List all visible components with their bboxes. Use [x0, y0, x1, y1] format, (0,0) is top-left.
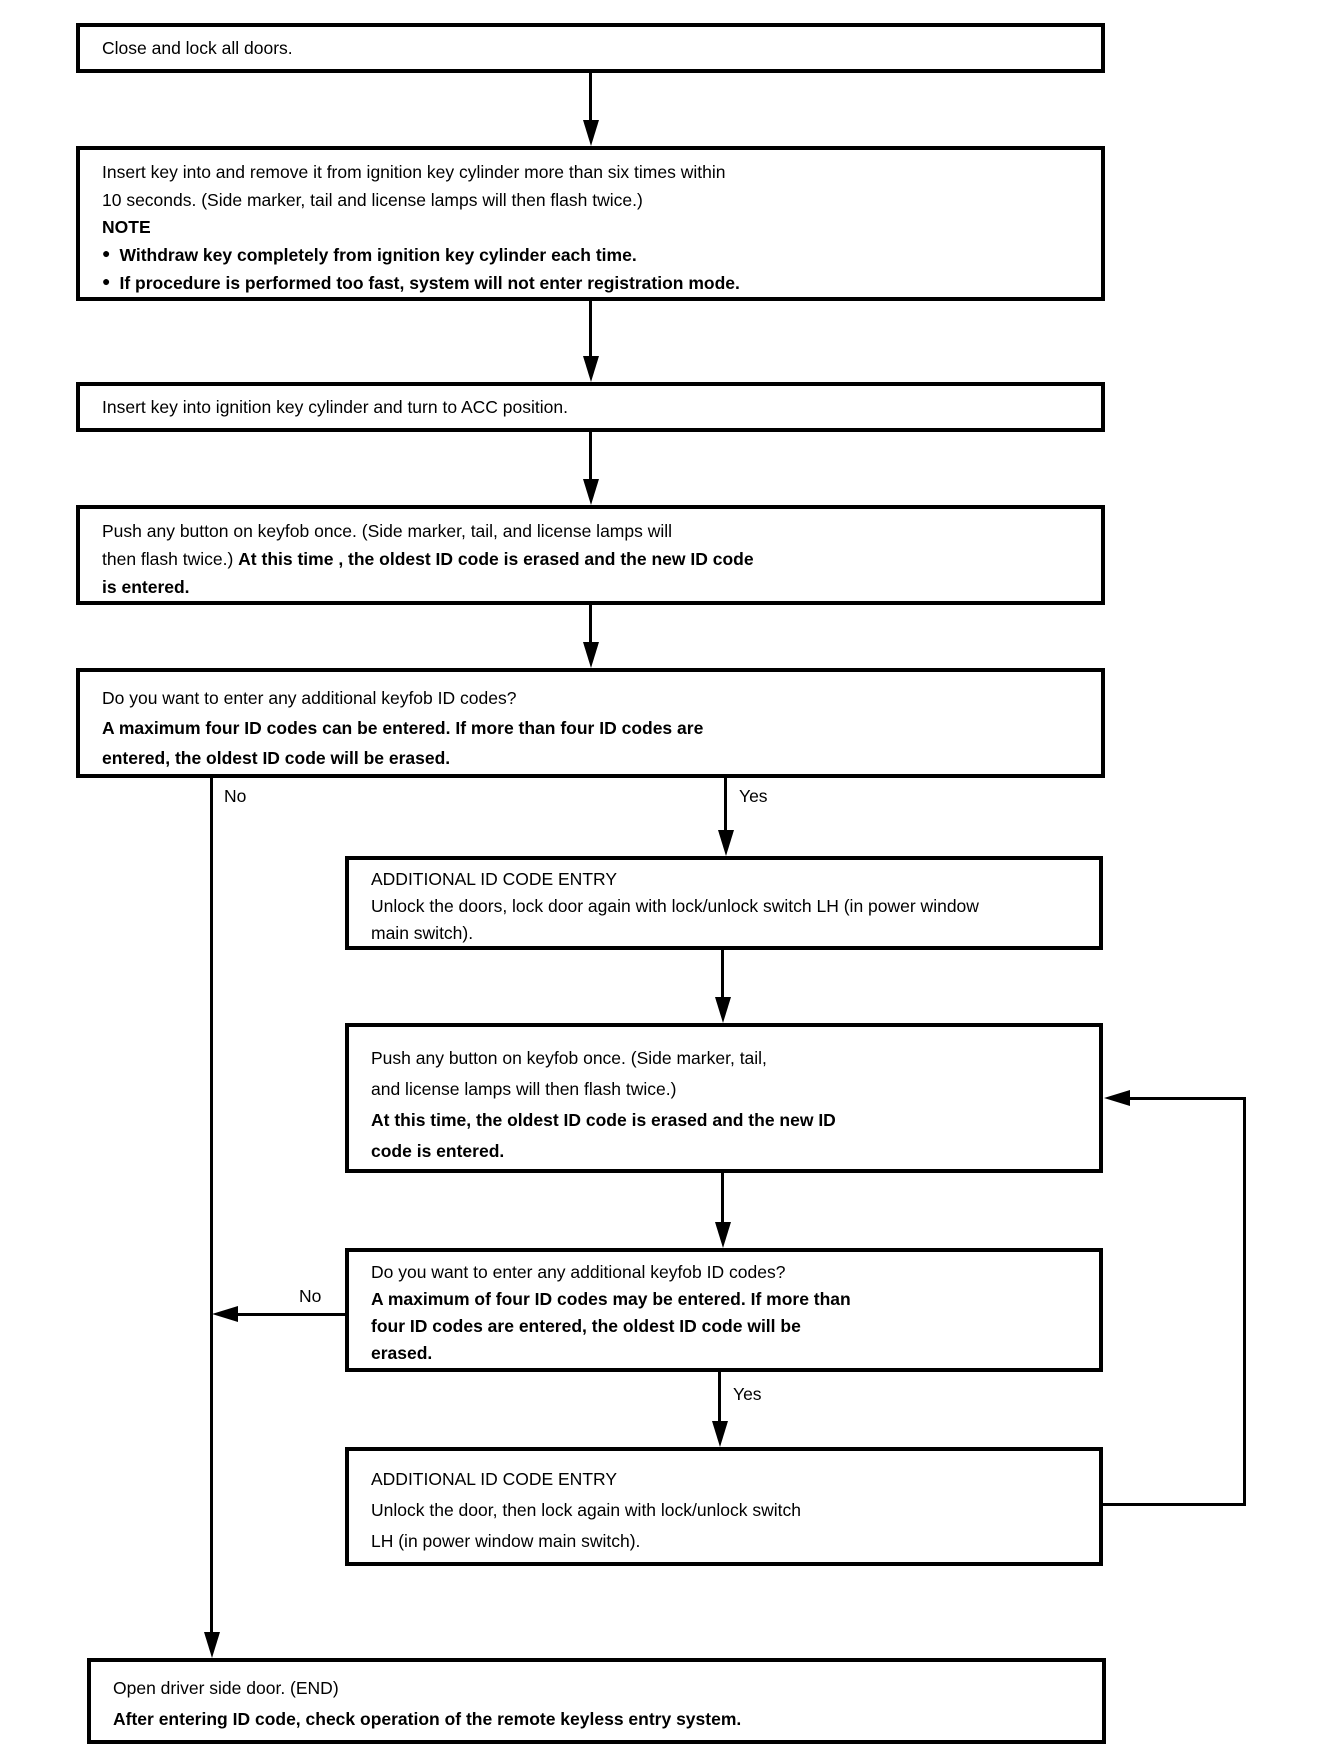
connector-decision1-no: [210, 776, 213, 1632]
label-no-1: No: [224, 786, 247, 806]
note-bullet-line: ● If procedure is performed too fast, sys…: [102, 270, 1093, 299]
box-text-line: Open driver side door. (END): [113, 1678, 339, 1698]
step-close-lock-doors: Close and lock all doors.: [76, 23, 1105, 73]
text-normal: then flash twice.): [102, 549, 239, 569]
arrowhead-step1-step2: [583, 120, 599, 146]
note-bullet-text: If procedure is performed too fast, syst…: [119, 273, 740, 293]
connector-step2-step3: [589, 299, 592, 356]
connector-step3-step4: [589, 430, 592, 479]
step-open-door-end: Open driver side door. (END) After enter…: [87, 1658, 1106, 1744]
arrowhead-decision1-no-end: [204, 1632, 220, 1658]
box-text-line: Push any button on keyfob once. (Side ma…: [371, 1048, 767, 1068]
arrowhead-loop-into-step5: [1104, 1090, 1130, 1106]
bullet-icon: ●: [102, 273, 111, 289]
step-insert-remove-key: Insert key into and remove it from ignit…: [76, 146, 1105, 301]
arrowhead-decision1-yes: [718, 830, 734, 856]
connector-decision2-yes: [718, 1370, 721, 1422]
box-text-line: Unlock the door, then lock again with lo…: [371, 1500, 801, 1520]
arrowhead-decision2-no: [212, 1306, 238, 1322]
arrowhead-step2-step3: [583, 356, 599, 382]
box-text-line: Push any button on keyfob once. (Side ma…: [102, 521, 673, 541]
box-text-line: is entered.: [102, 577, 190, 597]
box-text-line: four ID codes are entered, the oldest ID…: [371, 1316, 801, 1336]
arrowhead-entry1-step5: [715, 997, 731, 1023]
connector-step1-step2: [589, 72, 592, 122]
box-text-line: Unlock the doors, lock door again with l…: [371, 896, 979, 916]
connector-step5-decision2: [721, 1171, 724, 1223]
step-turn-to-acc: Insert key into ignition key cylinder an…: [76, 382, 1105, 432]
box-text-line: Close and lock all doors.: [102, 38, 293, 58]
box-text-line: After entering ID code, check operation …: [113, 1709, 742, 1729]
arrowhead-step4-decision1: [583, 642, 599, 668]
box-text-line: and license lamps will then flash twice.…: [371, 1079, 677, 1099]
box-text-line: Insert key into and remove it from ignit…: [102, 162, 726, 182]
box-text-line: At this time, the oldest ID code is eras…: [371, 1110, 836, 1130]
box-text-line: A maximum of four ID codes may be entere…: [371, 1289, 851, 1309]
box-text-line: LH (in power window main switch).: [371, 1531, 641, 1551]
arrowhead-step3-step4: [583, 479, 599, 505]
note-bullet-text: Withdraw key completely from ignition ke…: [119, 244, 637, 265]
bullet-icon: ●: [102, 244, 111, 261]
box-text-line: code is entered.: [371, 1141, 505, 1161]
connector-step4-decision1: [589, 603, 592, 643]
text-bold: At this time , the oldest ID code is era…: [238, 549, 754, 569]
note-label: NOTE: [102, 217, 151, 237]
connector-loop-right: [1243, 1097, 1246, 1506]
step-push-keyfob-button-2: Push any button on keyfob once. (Side ma…: [345, 1023, 1103, 1173]
box-text-line: ADDITIONAL ID CODE ENTRY: [371, 1469, 618, 1489]
label-yes-2: Yes: [733, 1384, 762, 1404]
box-text-line: A maximum four ID codes can be entered. …: [102, 718, 704, 738]
decision-additional-codes-1: Do you want to enter any additional keyf…: [76, 668, 1105, 778]
box-text-line: then flash twice.) At this time , the ol…: [102, 545, 1093, 573]
label-no-2: No: [299, 1286, 322, 1306]
arrowhead-decision2-yes: [712, 1421, 728, 1447]
connector-loop-top: [1128, 1097, 1246, 1100]
box-text-line: erased.: [371, 1343, 433, 1363]
decision-additional-codes-2: Do you want to enter any additional keyf…: [345, 1248, 1103, 1372]
box-text-line: entered, the oldest ID code will be eras…: [102, 748, 451, 768]
box-text-line: main switch).: [371, 923, 474, 943]
label-yes-1: Yes: [739, 786, 768, 806]
box-text-line: 10 seconds. (Side marker, tail and licen…: [102, 189, 643, 210]
connector-decision1-yes: [724, 776, 727, 832]
connector-entry1-step5: [721, 948, 724, 998]
connector-decision2-no: [234, 1313, 345, 1316]
connector-loop-bottom: [1101, 1503, 1246, 1506]
box-text-line: Do you want to enter any additional keyf…: [371, 1262, 786, 1282]
box-text-line: ADDITIONAL ID CODE ENTRY: [371, 869, 618, 889]
step-additional-id-entry-2: ADDITIONAL ID CODE ENTRY Unlock the door…: [345, 1447, 1103, 1566]
arrowhead-step5-decision2: [715, 1222, 731, 1248]
step-push-keyfob-button: Push any button on keyfob once. (Side ma…: [76, 505, 1105, 605]
box-text-line: Insert key into ignition key cylinder an…: [102, 397, 568, 417]
note-bullet-line: ● Withdraw key completely from ignition k…: [102, 242, 1093, 271]
step-additional-id-entry-1: ADDITIONAL ID CODE ENTRY Unlock the door…: [345, 856, 1103, 950]
box-text-line: Do you want to enter any additional keyf…: [102, 688, 517, 708]
